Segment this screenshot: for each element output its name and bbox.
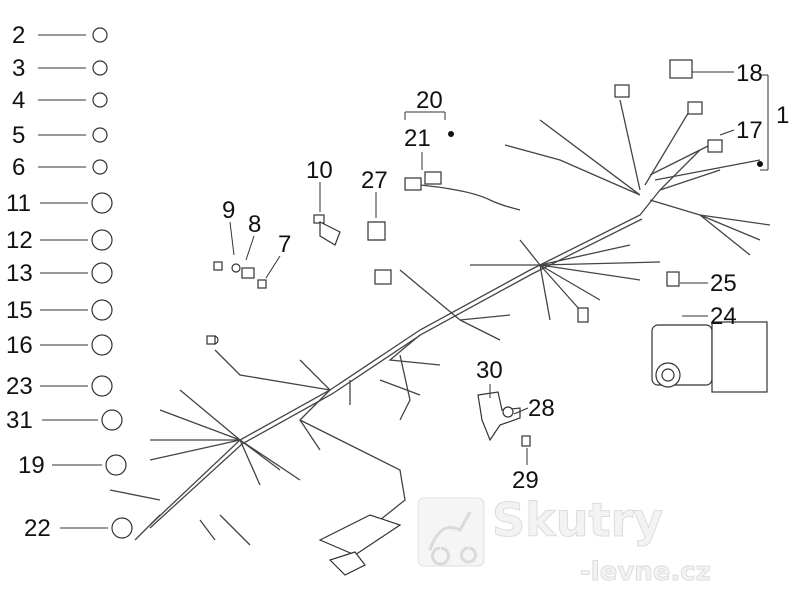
- part-label-16: 16: [6, 332, 33, 359]
- leader-line-9: [229, 221, 235, 256]
- clip-part-31: [101, 409, 123, 431]
- watermark-brand: Skutry: [492, 493, 663, 547]
- part-label-2: 2: [12, 22, 25, 49]
- part-label-17: 17: [736, 117, 763, 144]
- part-label-8: 8: [248, 211, 261, 238]
- part-label-25: 25: [710, 270, 737, 297]
- clip-part-12: [91, 229, 113, 251]
- main-harness: [109, 59, 771, 576]
- watermark-domain: -levne.cz: [580, 557, 711, 587]
- clip-part-6: [92, 159, 108, 175]
- bracket-30: [477, 391, 531, 447]
- part-label-5: 5: [12, 122, 25, 149]
- part-label-30: 30: [476, 357, 503, 384]
- leader-line-17: [719, 129, 735, 136]
- part-label-21: 21: [404, 125, 431, 152]
- part-label-18: 18: [736, 60, 763, 87]
- watermark-logo: Skutry -levne.cz: [417, 493, 711, 588]
- clip-part-5: [92, 127, 108, 143]
- part-label-4: 4: [12, 87, 25, 114]
- part-label-29: 29: [512, 467, 539, 494]
- clip-part-16: [91, 334, 113, 356]
- part-label-6: 6: [12, 154, 25, 181]
- part-label-15: 15: [6, 297, 33, 324]
- part-label-23: 23: [6, 373, 33, 400]
- part-label-19: 19: [18, 452, 45, 479]
- part-label-11: 11: [6, 190, 31, 217]
- part-label-1: 1: [776, 102, 789, 129]
- clip-parts: [91, 27, 133, 539]
- clip-part-15: [91, 299, 113, 321]
- clip-part-3: [92, 60, 108, 76]
- part-label-12: 12: [6, 227, 33, 254]
- small-fasteners: [206, 214, 386, 345]
- leader-line-8: [245, 235, 255, 261]
- part-label-24: 24: [710, 303, 737, 330]
- clip-part-11: [91, 192, 113, 214]
- leader-lines: [38, 34, 769, 529]
- part-label-13: 13: [6, 260, 33, 287]
- part-label-27: 27: [361, 167, 388, 194]
- clip-part-23: [91, 375, 113, 397]
- part-label-20: 20: [416, 87, 443, 114]
- part-label-7: 7: [278, 231, 291, 258]
- part-label-9: 9: [222, 197, 235, 224]
- reference-dot: [757, 161, 763, 167]
- part-label-28: 28: [528, 395, 555, 422]
- leader-line-7: [265, 255, 281, 279]
- clip-part-19: [105, 454, 127, 476]
- clip-part-22: [111, 517, 133, 539]
- part-label-10: 10: [306, 157, 333, 184]
- clip-part-2: [92, 27, 108, 43]
- throttle-body: [651, 321, 768, 393]
- clip-part-13: [91, 262, 113, 284]
- leader-line-28: [513, 407, 529, 415]
- clip-part-4: [92, 92, 108, 108]
- part-label-22: 22: [24, 515, 51, 542]
- part-label-31: 31: [6, 407, 33, 434]
- reference-dot: [448, 131, 454, 137]
- part-label-3: 3: [12, 55, 25, 82]
